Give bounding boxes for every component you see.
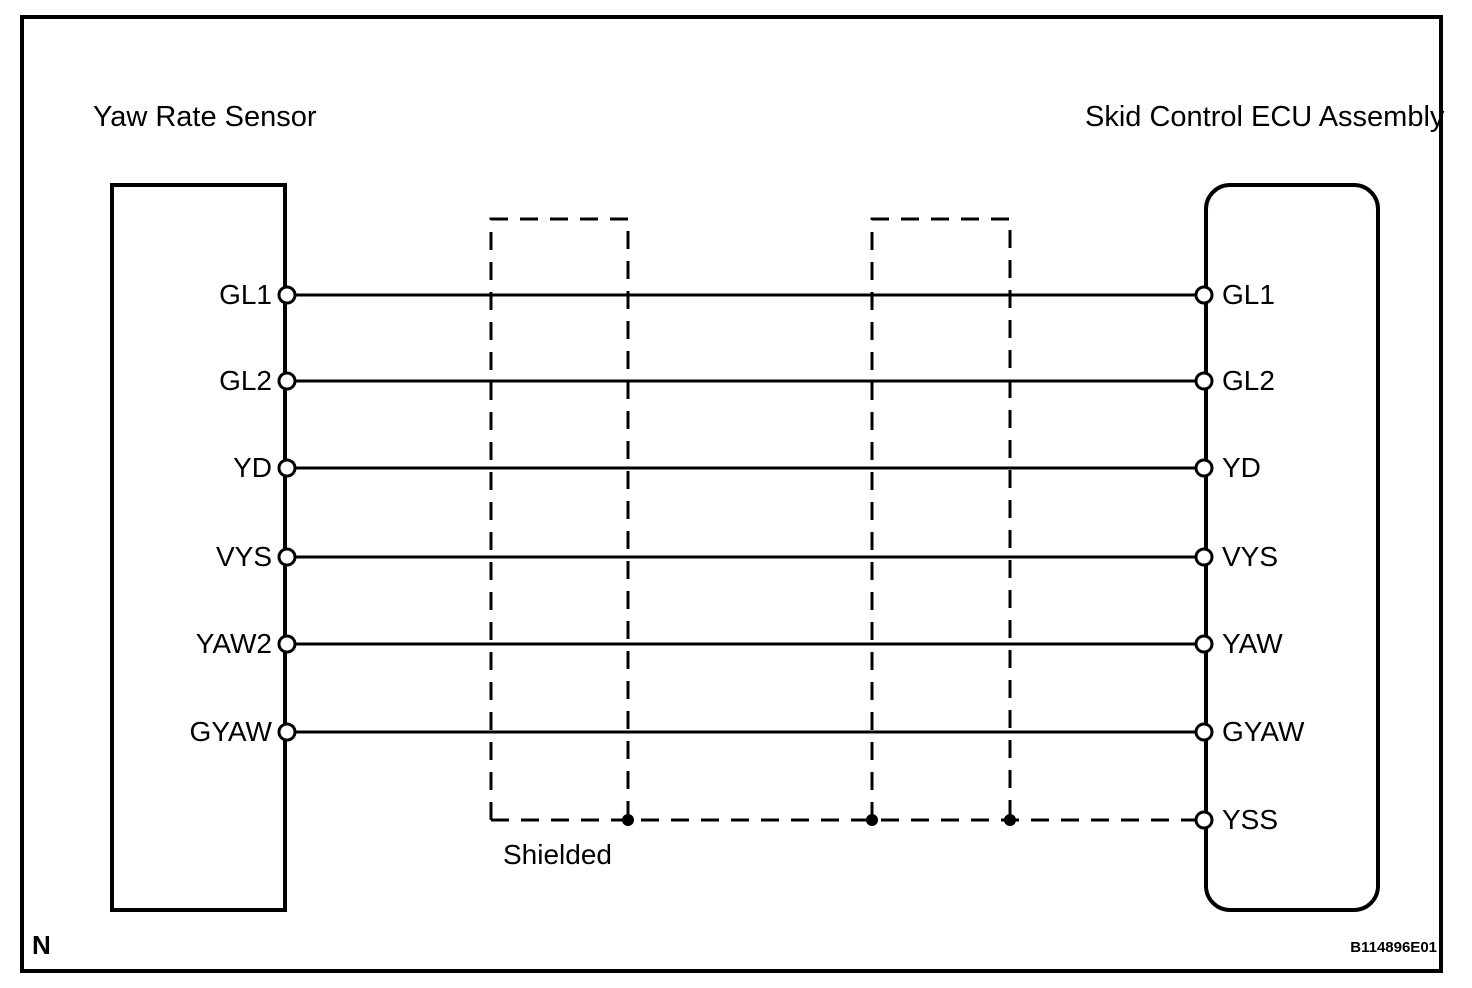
pin-label-right-vys: VYS	[1222, 541, 1279, 572]
pin-terminal-left-gl1	[277, 285, 297, 305]
pin-terminal-left-yaw2	[277, 634, 297, 654]
figure-code: B114896E01	[1350, 939, 1437, 956]
shield-box-2	[870, 217, 1012, 820]
pin-label-left-yd: YD	[233, 452, 272, 483]
pin-terminal-right-gyaw	[1194, 722, 1214, 742]
pin-label-left-gl1: GL1	[219, 279, 272, 310]
pin-terminal-right-vys	[1194, 547, 1214, 567]
pin-terminal-right-gl2	[1194, 371, 1214, 391]
pin-label-right-yd: YD	[1222, 452, 1261, 483]
pin-label-right-yaw: YAW	[1222, 628, 1283, 659]
pin-label-left-vys: VYS	[215, 541, 272, 572]
left-component-title: Yaw Rate Sensor	[93, 101, 317, 133]
pin-label-right-gl2: GL2	[1222, 365, 1275, 396]
note-marker: N	[32, 930, 51, 960]
pin-terminal-left-yd	[277, 458, 297, 478]
pin-label-right-gl1: GL1	[1222, 279, 1275, 310]
pin-terminal-left-gyaw	[277, 722, 297, 742]
shield-box-1	[489, 217, 630, 820]
shield-junction-dot-2	[866, 814, 878, 826]
skid-control-ecu-box	[1204, 183, 1380, 912]
pin-label-right-gyaw: GYAW	[1222, 716, 1305, 747]
pin-terminal-left-gl2	[277, 371, 297, 391]
pin-terminal-right-yss	[1194, 810, 1214, 830]
pin-label-left-gyaw: GYAW	[189, 716, 272, 747]
shield-junction-dot-1	[622, 814, 634, 826]
pin-terminal-right-yd	[1194, 458, 1214, 478]
yaw-rate-sensor-box	[110, 183, 287, 912]
pin-label-right-yss: YSS	[1222, 804, 1279, 835]
diagram-frame	[20, 15, 1443, 973]
pin-terminal-left-vys	[277, 547, 297, 567]
shield-junction-dot-3	[1004, 814, 1016, 826]
shielded-label: Shielded	[503, 839, 612, 870]
pin-terminal-right-gl1	[1194, 285, 1214, 305]
pin-label-left-gl2: GL2	[219, 365, 272, 396]
pin-label-left-yaw2: YAW2	[195, 628, 272, 659]
pin-terminal-right-yaw	[1194, 634, 1214, 654]
right-component-title: Skid Control ECU Assembly	[1085, 101, 1445, 133]
